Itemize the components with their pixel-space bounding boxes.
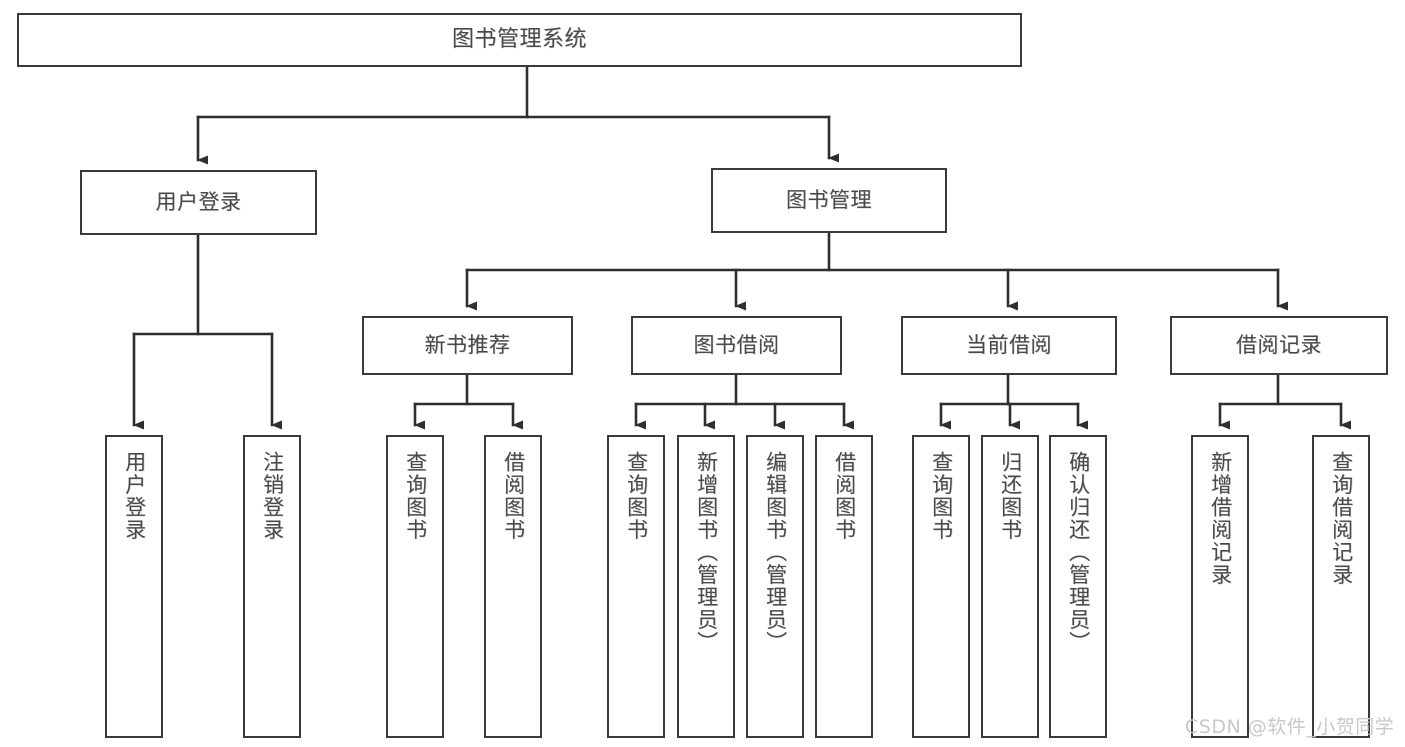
node-current-borrow-label: 当前借阅 [966,333,1052,358]
leaf-current-borrow-return[interactable]: 归还图书 [981,435,1039,738]
node-root[interactable]: 图书管理系统 [17,13,1022,67]
node-user-login[interactable]: 用户登录 [80,170,317,235]
leaf-borrow-record-add[interactable]: 新增借阅记录 [1191,435,1249,738]
leaf-book-borrow-borrow[interactable]: 借阅图书 [815,435,873,738]
leaf-label: 借阅图书 [832,451,857,541]
leaf-label: 新增借阅记录 [1208,451,1233,586]
node-book-borrow[interactable]: 图书借阅 [631,316,842,375]
node-book-management-label: 图书管理 [786,188,872,213]
leaf-label: 归还图书 [998,451,1023,541]
node-new-book-recommend-label: 新书推荐 [424,333,511,358]
leaf-book-borrow-add[interactable]: 新增图书（管理员） [677,435,735,738]
node-borrow-record[interactable]: 借阅记录 [1170,316,1388,375]
node-current-borrow[interactable]: 当前借阅 [901,316,1117,375]
leaf-label: 查询图书 [624,451,649,541]
leaf-label: 查询图书 [403,451,428,541]
leaf-new-book-borrow[interactable]: 借阅图书 [484,435,542,738]
node-book-management[interactable]: 图书管理 [711,168,947,233]
leaf-user-login-login[interactable]: 用户登录 [105,435,163,738]
leaf-user-login-logout[interactable]: 注销登录 [243,435,301,738]
leaf-label: 查询借阅记录 [1329,451,1354,586]
leaf-label: 确认归还（管理员） [1066,451,1091,654]
leaf-current-borrow-confirm[interactable]: 确认归还（管理员） [1049,435,1107,738]
leaf-current-borrow-query[interactable]: 查询图书 [912,435,970,738]
watermark: CSDN @软件_小贺同学 [1185,716,1395,738]
leaf-label: 注销登录 [260,451,285,541]
leaf-label: 查询图书 [929,451,954,541]
leaf-new-book-query[interactable]: 查询图书 [386,435,444,738]
node-new-book-recommend[interactable]: 新书推荐 [362,316,573,375]
leaf-book-borrow-edit[interactable]: 编辑图书（管理员） [746,435,804,738]
leaf-label: 用户登录 [122,451,147,541]
leaf-label: 借阅图书 [501,451,526,541]
node-borrow-record-label: 借阅记录 [1236,333,1322,358]
leaf-label: 新增图书（管理员） [694,451,719,654]
leaf-label: 编辑图书（管理员） [763,451,788,654]
leaf-book-borrow-query[interactable]: 查询图书 [607,435,665,738]
node-root-label: 图书管理系统 [451,27,587,53]
node-book-borrow-label: 图书借阅 [693,333,780,358]
leaf-borrow-record-query[interactable]: 查询借阅记录 [1312,435,1370,738]
node-user-login-label: 用户登录 [155,190,242,215]
